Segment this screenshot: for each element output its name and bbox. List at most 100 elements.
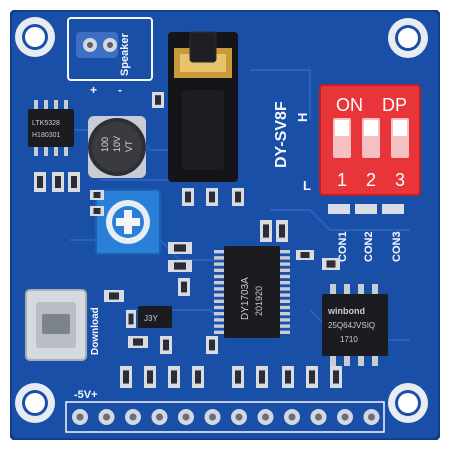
smd-part xyxy=(68,172,80,192)
smd-part xyxy=(168,260,192,272)
download-label: Download xyxy=(90,307,101,355)
main-chip xyxy=(214,246,290,338)
main-chip-pin xyxy=(280,262,290,266)
main-chip-pin xyxy=(280,281,290,285)
smd-part xyxy=(34,172,46,192)
pcb-board: Speaker + - DY-SV8F H L ON DP 1 2 3 CON1… xyxy=(8,8,442,442)
smd-part xyxy=(306,366,318,388)
resistor-row xyxy=(328,204,404,214)
smd-part xyxy=(90,206,104,216)
regulator xyxy=(138,306,172,328)
con1-label: CON1 xyxy=(337,231,349,262)
smd-part xyxy=(206,188,218,206)
main-chip-pin xyxy=(280,312,290,316)
dip-position-2: 2 xyxy=(366,170,376,190)
flash-brand: winbond xyxy=(327,306,365,316)
electrolytic-capacitor xyxy=(88,116,146,178)
main-chip-pin xyxy=(280,299,290,303)
smd-part xyxy=(232,188,244,206)
mounting-hole-br xyxy=(388,383,428,423)
flash-line1: 25Q64JVSIQ xyxy=(328,321,375,330)
dip-switch xyxy=(319,84,421,196)
potentiometer[interactable] xyxy=(95,189,161,255)
pin-header-row xyxy=(65,401,385,433)
main-chip-pin xyxy=(214,293,224,297)
capacitor-line2: 10V xyxy=(112,136,122,152)
amp-chip-line2: H180301 xyxy=(32,132,61,139)
smd-part xyxy=(126,310,136,328)
flash-line2: 1710 xyxy=(340,335,358,344)
main-chip-pin xyxy=(214,324,224,328)
main-chip-line2: 201920 xyxy=(254,286,264,316)
smd-part xyxy=(182,188,194,206)
header-pin-hole xyxy=(341,413,349,421)
main-chip-pin xyxy=(280,324,290,328)
main-chip-pin xyxy=(214,250,224,254)
capacitor-line1: 100 xyxy=(100,137,110,152)
smd-part xyxy=(282,366,294,388)
main-chip-pin xyxy=(280,274,290,279)
mode-l-label: L xyxy=(303,178,311,193)
header-pin-hole xyxy=(76,413,84,421)
power-label: -5V+ xyxy=(74,389,98,401)
speaker-header xyxy=(67,17,153,81)
con3-label: CON3 xyxy=(391,231,403,262)
dip-on-label: ON xyxy=(336,95,363,115)
flash-chip xyxy=(322,284,388,366)
header-pin-hole xyxy=(368,413,375,421)
smd-part xyxy=(90,190,104,200)
smd-part xyxy=(144,366,156,388)
main-chip-pin xyxy=(280,293,290,297)
main-chip-pin xyxy=(214,318,224,322)
main-chip-pin xyxy=(214,256,224,260)
mounting-hole-bl xyxy=(15,383,55,423)
main-chip-pin xyxy=(280,268,290,272)
header-pin-hole xyxy=(209,413,216,421)
micro-usb-port[interactable] xyxy=(25,289,87,361)
smd-part xyxy=(168,366,180,388)
main-chip-pin xyxy=(280,330,290,334)
smd-part xyxy=(256,366,268,388)
dip-position-1: 1 xyxy=(337,170,347,190)
header-pin-hole xyxy=(129,413,137,421)
mode-h-label: H xyxy=(295,113,310,122)
smd-part xyxy=(296,250,314,260)
header-pin-hole xyxy=(262,413,269,421)
con2-label: CON2 xyxy=(363,231,375,262)
main-chip-pin xyxy=(214,330,224,334)
main-chip-pin xyxy=(280,287,290,291)
mounting-hole-tr xyxy=(388,18,428,58)
smd-part xyxy=(160,336,172,354)
smd-part xyxy=(322,258,340,270)
header-pin-hole xyxy=(103,413,110,421)
main-chip-pin xyxy=(214,262,224,266)
smd-part xyxy=(232,366,244,388)
main-chip-pin xyxy=(280,250,290,254)
smd-part xyxy=(330,366,342,388)
main-chip-pin xyxy=(214,299,224,303)
regulator-label: J3Y xyxy=(144,314,158,323)
speaker-minus: - xyxy=(118,83,122,97)
audio-jack xyxy=(168,31,238,182)
main-chip-pin xyxy=(214,281,224,285)
main-chip-pin xyxy=(214,312,224,316)
header-pin-hole xyxy=(315,413,322,421)
main-chip-pin xyxy=(280,256,290,260)
smd-part xyxy=(128,336,148,348)
smd-part xyxy=(104,290,124,302)
header-pin-hole xyxy=(156,413,163,421)
smd-part xyxy=(260,220,272,242)
smd-part xyxy=(192,366,204,388)
capacitor-line3: VT xyxy=(124,140,134,152)
main-chip-pin xyxy=(214,268,224,272)
model-label: DY-SV8F xyxy=(273,101,290,168)
header-pin-hole xyxy=(288,413,296,421)
smd-part xyxy=(52,172,64,192)
main-chip-pin xyxy=(214,305,224,310)
main-chip-pin xyxy=(214,274,224,279)
main-chip-pin xyxy=(280,305,290,310)
smd-part xyxy=(120,366,132,388)
smd-components xyxy=(34,92,342,388)
dip-dp-label: DP xyxy=(382,95,407,115)
main-chip-pin xyxy=(280,318,290,322)
